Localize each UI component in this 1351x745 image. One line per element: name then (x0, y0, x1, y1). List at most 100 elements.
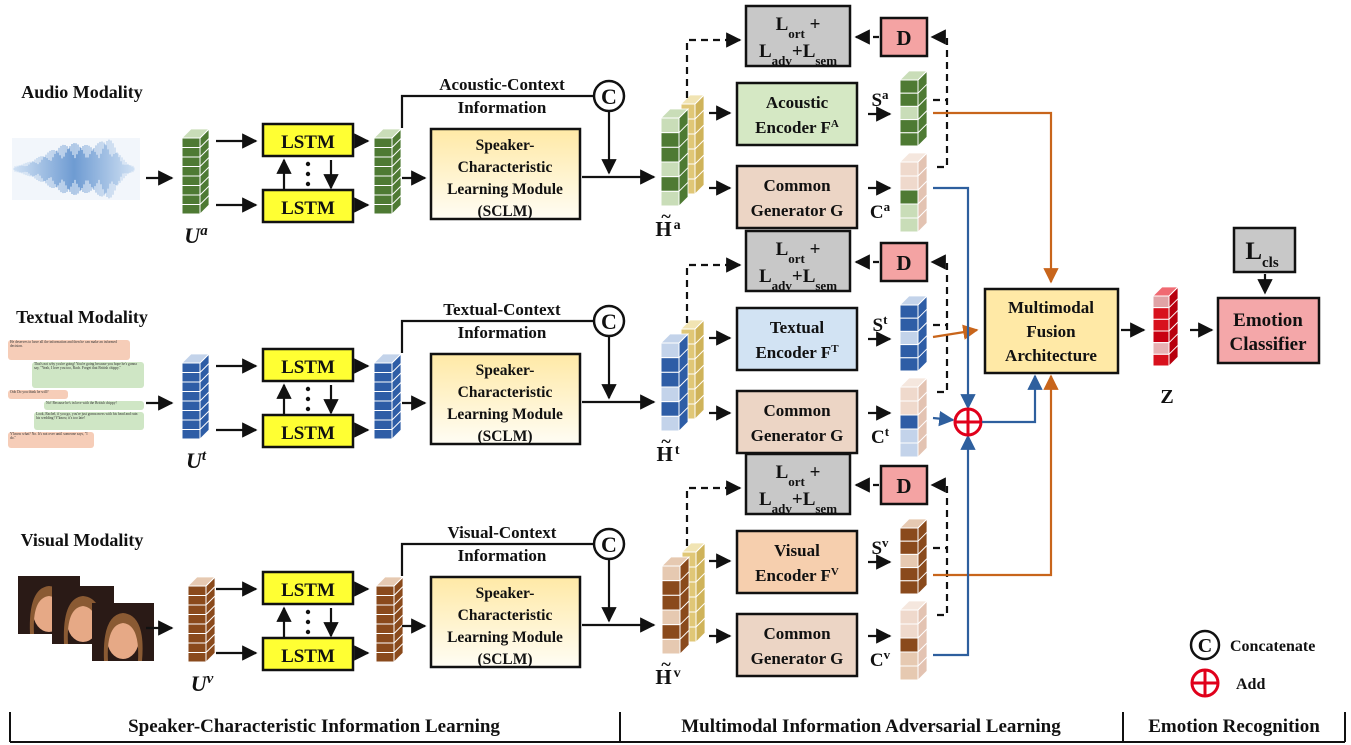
sclm-label-line: Speaker- (476, 137, 535, 154)
audio-waveform-icon (12, 138, 140, 200)
generator-label-line1: Common (763, 176, 831, 195)
discriminator-box (879, 16, 929, 58)
add-icon (953, 407, 983, 437)
discriminator-label: D (896, 251, 911, 275)
classifier-label-line: Emotion (1233, 310, 1303, 331)
sclm-label-line: (SCLM) (477, 203, 532, 220)
s-feature (899, 518, 928, 595)
chat-bubble-text: Look, Rachel, if you go, you're just gon… (36, 412, 138, 420)
fusion-label-line: Multimodal (1008, 298, 1094, 317)
loss-box (744, 452, 852, 516)
sclm-label-line: Characteristic (458, 384, 553, 401)
lstm-label: LSTM (281, 580, 335, 601)
chat-bubble (34, 412, 144, 430)
discriminator-label: D (896, 474, 911, 498)
context-label-line1: Acoustic-Context (439, 75, 565, 94)
classifier-box (1216, 296, 1321, 365)
encoder-box (735, 306, 859, 372)
video-frame (92, 603, 154, 661)
sclm-label-line: Speaker- (476, 362, 535, 379)
modality-row-v: Visual ModalityUvLSTMLSTMVisual-ContextI… (18, 452, 949, 696)
sclm-box (429, 352, 582, 446)
tilde-mark: ~ (661, 206, 671, 226)
input-feature-U (187, 576, 216, 663)
discriminator-box (879, 241, 929, 283)
chat-bubble (8, 340, 130, 360)
chat-bubble-text: Ooh Do you think he will? (10, 390, 49, 394)
concat-symbol-label: C (601, 532, 617, 557)
tilde-mark: ~ (661, 654, 671, 674)
s-label: Sa (871, 87, 889, 112)
generator-box (735, 612, 859, 678)
fusion-label-line: Fusion (1026, 322, 1076, 341)
encoder-label-line2: Encoder FA (755, 118, 839, 137)
s-feature (899, 70, 928, 147)
lstm-box (261, 347, 355, 383)
h-feature (660, 333, 689, 432)
tilde-mark: ~ (661, 431, 671, 451)
generator-label-line2: Generator G (751, 201, 844, 220)
sclm-label-line: (SCLM) (477, 651, 532, 668)
c-feature (899, 600, 928, 681)
discriminator-box (879, 464, 929, 506)
concat-symbol-label: C (601, 309, 617, 334)
encoder-label-line1: Visual (774, 541, 820, 560)
chat-transcript-icon: He deserves to have all the information … (8, 340, 144, 448)
modality-title: Visual Modality (21, 530, 144, 550)
encoder-label-line2: Encoder FV (755, 566, 839, 585)
lstm-output-feature (375, 576, 404, 663)
context-label-line2: Information (458, 546, 547, 565)
c-label: Ca (870, 199, 891, 224)
encoder-label-line1: Textual (770, 318, 824, 337)
concat-icon: C (592, 527, 626, 561)
legend-concat-symbol: C (1198, 635, 1212, 657)
footer-section-2: Multimodal Information Adversarial Learn… (681, 716, 1061, 737)
chat-bubble-text: He deserves to have all the information … (10, 340, 117, 348)
fusion-label-line: Architecture (1005, 346, 1097, 365)
sclm-label-line: Characteristic (458, 607, 553, 624)
lstm-label: LSTM (281, 132, 335, 153)
sclm-label-line: (SCLM) (477, 428, 532, 445)
generator-label-line2: Generator G (751, 649, 844, 668)
lstm-label: LSTM (281, 423, 335, 444)
lcls-label: Lcls (1245, 238, 1279, 271)
loss-line2: Ladv+Lsem (759, 41, 837, 68)
sclm-label-line: Speaker- (476, 585, 535, 602)
discriminator-label: D (896, 26, 911, 50)
s-label: St (873, 312, 889, 337)
lstm-box (261, 122, 355, 158)
generator-box (735, 164, 859, 230)
modality-title: Audio Modality (21, 82, 143, 102)
generator-label-line1: Common (763, 401, 831, 420)
chat-bubble-text: Y'know what? No. It's not over until som… (10, 432, 88, 440)
loss-line2: Ladv+Lsem (759, 266, 837, 293)
input-feature-U (181, 128, 210, 215)
lstm-label: LSTM (281, 198, 335, 219)
h-feature (661, 556, 690, 655)
sclm-label-line: Learning Module (447, 629, 563, 646)
c-label: Cv (870, 647, 891, 672)
s-label: Sv (871, 535, 889, 560)
footer-section-3: Emotion Recognition (1148, 716, 1320, 737)
input-feature-U (181, 353, 210, 440)
sclm-label-line: Learning Module (447, 181, 563, 198)
legend-concat-icon: C (1189, 629, 1221, 661)
classifier-label-line: Classifier (1229, 334, 1307, 355)
z-feature (1152, 286, 1179, 367)
concat-icon: C (592, 304, 626, 338)
u-label: Ut (186, 448, 207, 473)
concat-icon: C (592, 79, 626, 113)
u-label: Ua (184, 223, 208, 248)
chat-bubble-text: No! Because he's in love with the Britis… (46, 401, 117, 405)
sclm-label-line: Characteristic (458, 159, 553, 176)
lstm-output-feature (373, 128, 402, 215)
context-label-line1: Textual-Context (443, 300, 561, 319)
s-feature (899, 295, 928, 372)
